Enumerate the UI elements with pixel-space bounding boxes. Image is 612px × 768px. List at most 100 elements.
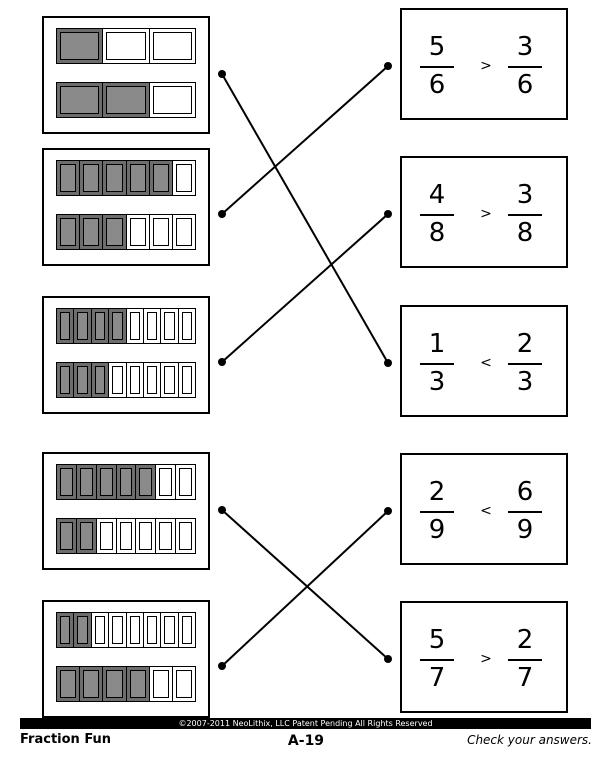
left-numerator: 5 bbox=[428, 32, 446, 62]
comparison-sign: > bbox=[480, 206, 492, 222]
empty-segment bbox=[173, 667, 195, 701]
empty-segment bbox=[161, 309, 179, 343]
left-dot[interactable] bbox=[218, 210, 226, 218]
right-numerator: 2 bbox=[516, 329, 534, 359]
shaded-segment bbox=[74, 309, 92, 343]
shaded-segment bbox=[57, 613, 75, 647]
empty-segment bbox=[117, 519, 137, 553]
left-dot[interactable] bbox=[218, 662, 226, 670]
left-dot[interactable] bbox=[218, 506, 226, 514]
fraction-bars-box bbox=[42, 148, 210, 266]
left-numerator: 5 bbox=[428, 625, 446, 655]
empty-segment bbox=[127, 363, 144, 397]
left-numerator: 4 bbox=[428, 180, 446, 210]
comparison-sign: < bbox=[480, 503, 492, 519]
empty-segment bbox=[150, 29, 195, 63]
shaded-segment bbox=[76, 465, 97, 499]
shaded-segment bbox=[80, 161, 104, 195]
right-dot[interactable] bbox=[384, 62, 392, 70]
comparison-sign: > bbox=[480, 651, 492, 667]
shaded-segment bbox=[126, 161, 150, 195]
fraction-bar bbox=[56, 464, 196, 500]
instruction-text: Check your answers. bbox=[467, 733, 592, 747]
empty-segment bbox=[156, 465, 177, 499]
shaded-segment bbox=[74, 613, 92, 647]
comparison-sign: < bbox=[480, 355, 492, 371]
empty-segment bbox=[136, 519, 157, 553]
left-denominator: 6 bbox=[428, 70, 446, 100]
connecting-line bbox=[221, 65, 389, 215]
right-dot[interactable] bbox=[384, 655, 392, 663]
shaded-segment bbox=[57, 519, 77, 553]
shaded-segment bbox=[116, 465, 137, 499]
fraction-bar bbox=[56, 362, 196, 398]
shaded-segment bbox=[91, 309, 110, 343]
empty-segment bbox=[144, 309, 162, 343]
right-denominator: 8 bbox=[516, 218, 534, 248]
empty-segment bbox=[150, 215, 173, 249]
comparison-sign: > bbox=[480, 58, 492, 74]
left-dot[interactable] bbox=[218, 358, 226, 366]
matching-lines bbox=[218, 62, 392, 670]
shaded-segment bbox=[103, 83, 150, 117]
right-numerator: 3 bbox=[516, 32, 534, 62]
fraction-bars-box bbox=[42, 600, 210, 718]
empty-segment bbox=[144, 613, 162, 647]
empty-segment bbox=[109, 613, 127, 647]
empty-segment bbox=[156, 519, 177, 553]
page-number: A-19 bbox=[287, 733, 325, 749]
empty-segment bbox=[127, 215, 150, 249]
empty-segment bbox=[109, 363, 127, 397]
left-numerator: 2 bbox=[428, 477, 446, 507]
shaded-segment bbox=[136, 465, 157, 499]
right-denominator: 7 bbox=[516, 663, 534, 693]
worksheet-title: Fraction Fun bbox=[20, 732, 112, 747]
right-numerator: 3 bbox=[516, 180, 534, 210]
shaded-segment bbox=[76, 519, 97, 553]
shaded-segment bbox=[57, 29, 104, 63]
connecting-line bbox=[221, 73, 389, 364]
shaded-segment bbox=[57, 215, 81, 249]
shaded-segment bbox=[91, 363, 110, 397]
shaded-segment bbox=[126, 667, 150, 701]
fraction-line bbox=[508, 214, 542, 216]
shaded-segment bbox=[57, 161, 81, 195]
shaded-segment bbox=[57, 465, 77, 499]
left-numerator: 1 bbox=[428, 329, 446, 359]
shaded-segment bbox=[80, 215, 104, 249]
empty-segment bbox=[179, 363, 195, 397]
shaded-segment bbox=[80, 667, 104, 701]
fraction-line bbox=[508, 511, 542, 513]
shaded-segment bbox=[149, 161, 173, 195]
fraction-line bbox=[420, 511, 454, 513]
shaded-segment bbox=[57, 309, 75, 343]
fraction-bar bbox=[56, 28, 196, 64]
fraction-bars-box bbox=[42, 16, 210, 134]
connecting-line bbox=[221, 213, 389, 363]
empty-segment bbox=[173, 161, 195, 195]
left-dot[interactable] bbox=[218, 70, 226, 78]
right-denominator: 9 bbox=[516, 515, 534, 545]
fraction-line bbox=[420, 363, 454, 365]
shaded-segment bbox=[103, 215, 127, 249]
empty-segment bbox=[173, 215, 195, 249]
right-dot[interactable] bbox=[384, 359, 392, 367]
shaded-segment bbox=[103, 667, 127, 701]
fraction-bar bbox=[56, 214, 196, 250]
fraction-bar bbox=[56, 612, 196, 648]
empty-segment bbox=[103, 29, 150, 63]
empty-segment bbox=[144, 363, 162, 397]
left-denominator: 9 bbox=[428, 515, 446, 545]
right-dot[interactable] bbox=[384, 210, 392, 218]
fraction-line bbox=[508, 363, 542, 365]
empty-segment bbox=[97, 519, 117, 553]
empty-segment bbox=[127, 613, 144, 647]
right-dot[interactable] bbox=[384, 507, 392, 515]
right-numerator: 2 bbox=[516, 625, 534, 655]
shaded-segment bbox=[96, 465, 117, 499]
fraction-bars-box bbox=[42, 452, 210, 570]
